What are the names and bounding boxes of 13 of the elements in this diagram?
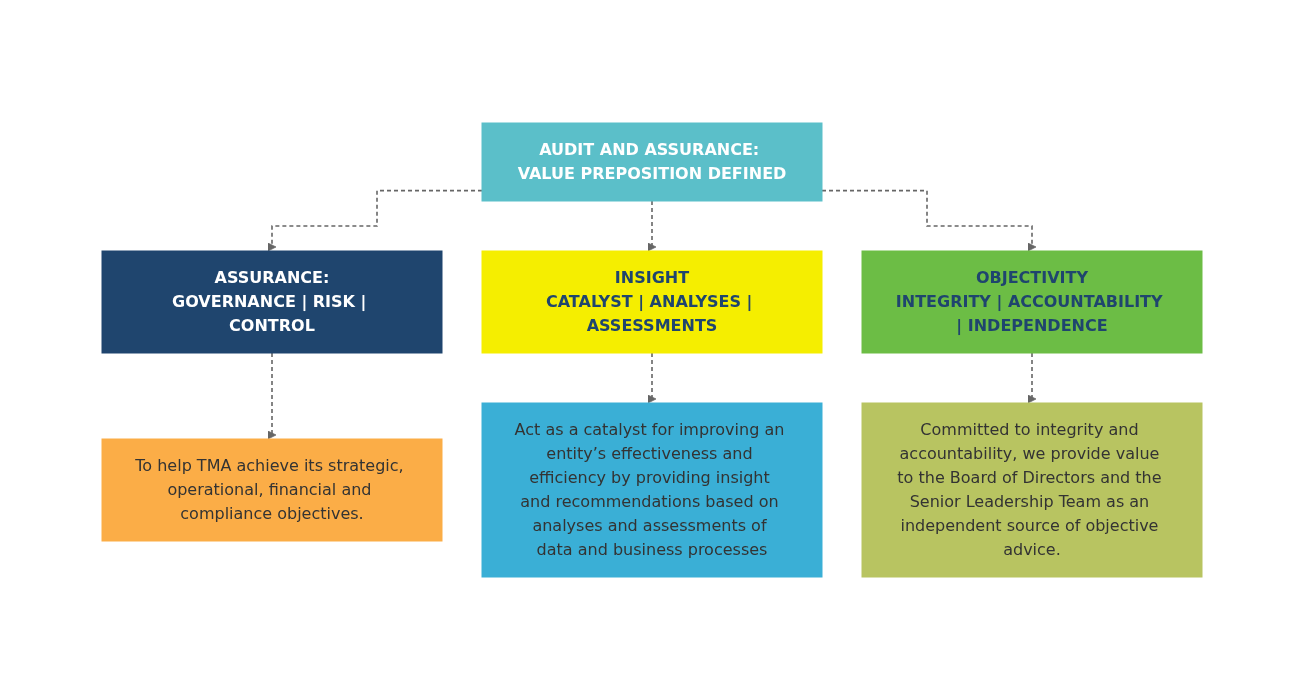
arrow <box>647 351 656 403</box>
node-box: INSIGHT CATALYST | ANALYSES | ASSESSMENTS <box>481 250 822 353</box>
node-box: OBJECTIVITY INTEGRITY | ACCOUNTABILITY | INDEPENDENCE <box>861 250 1202 353</box>
arrow <box>267 351 276 439</box>
arrow <box>267 189 483 251</box>
node-box: Act as a catalyst for improving an entity’s effectiveness and efficiency by providing insight and recommendations based on analyses and assessments of data and business processes <box>481 402 822 577</box>
node-box: Committed to integrity and accountability, we provide value to the Board of Directors and the Senior Leadership Team as an independent source of objective advice. <box>861 402 1202 577</box>
node-box: To help TMA achieve its strategic, operational, financial and compliance objectives. <box>101 438 442 541</box>
arrow <box>820 189 1036 251</box>
arrow <box>647 199 656 251</box>
node-box: AUDIT AND ASSURANCE: VALUE PREPOSITION DEFINED <box>481 122 822 201</box>
arrow <box>1027 351 1036 403</box>
node-box: ASSURANCE: GOVERNANCE | RISK | CONTROL <box>101 250 442 353</box>
